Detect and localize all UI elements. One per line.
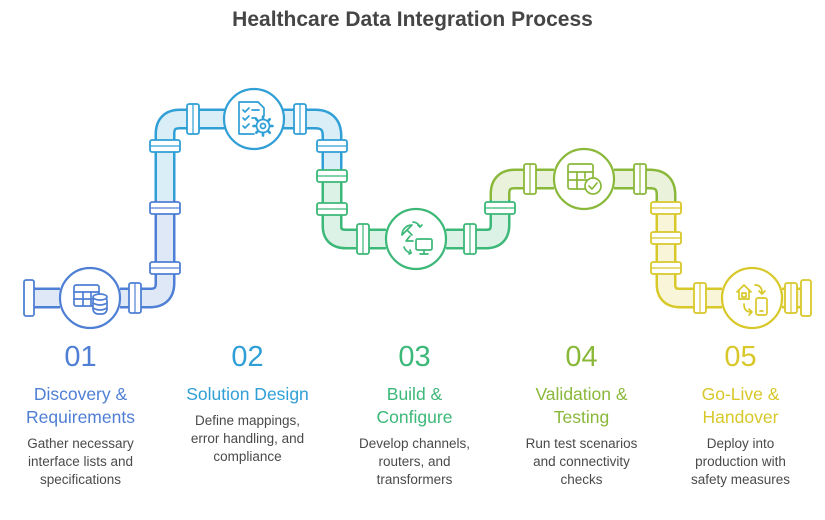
node-circle xyxy=(222,87,286,151)
stage-node xyxy=(58,266,122,330)
stage-heading: Build &Configure xyxy=(376,384,453,427)
stage-number: 03 xyxy=(398,341,431,373)
stage-node xyxy=(552,147,616,211)
pipe-end-flange xyxy=(23,279,35,317)
database-table-icon xyxy=(73,284,108,315)
node-circle xyxy=(720,266,784,330)
stage-number: 04 xyxy=(565,341,598,373)
table-check-icon xyxy=(567,163,602,195)
stage-number: 01 xyxy=(64,341,97,373)
satellite-monitor-icon xyxy=(401,221,433,255)
stage-node xyxy=(222,87,286,151)
stage-number: 05 xyxy=(724,341,757,373)
checklist-gear-icon xyxy=(238,101,274,137)
pipe-end-flange xyxy=(800,279,812,317)
stage-heading: Go-Live &Handover xyxy=(701,384,780,427)
pipe-segment xyxy=(324,175,386,247)
stage-number: 02 xyxy=(231,341,264,373)
stage-build-configure: 03 Build &Configure Develop channels,rou… xyxy=(332,340,497,489)
stage-node xyxy=(384,207,448,271)
pipeline-nodes xyxy=(58,87,784,330)
stage-heading: Validation &Testing xyxy=(535,384,628,427)
stage-solution-design: 02 Solution Design Define mappings,error… xyxy=(165,340,330,466)
pipe-segment xyxy=(614,171,674,205)
stage-node xyxy=(720,266,784,330)
stage-discovery: 01 Discovery &Requirements Gather necess… xyxy=(0,340,163,489)
node-circle xyxy=(552,147,616,211)
pipe-segment xyxy=(658,205,722,306)
pipe-segment xyxy=(157,111,225,200)
pipeline-pipes xyxy=(23,103,812,317)
stage-heading: Discovery &Requirements xyxy=(26,384,135,427)
stage-validation-testing: 04 Validation &Testing Run test scenario… xyxy=(499,340,664,489)
home-device-icon xyxy=(736,284,768,316)
diagram-title: Healthcare Data Integration Process xyxy=(232,8,593,31)
node-circle xyxy=(58,266,122,330)
pipe-segment xyxy=(492,171,554,202)
pipe-segment xyxy=(283,111,340,175)
stage-heading: Solution Design xyxy=(186,384,309,404)
pipe-segment xyxy=(446,200,508,247)
pipe-segment xyxy=(120,200,173,306)
